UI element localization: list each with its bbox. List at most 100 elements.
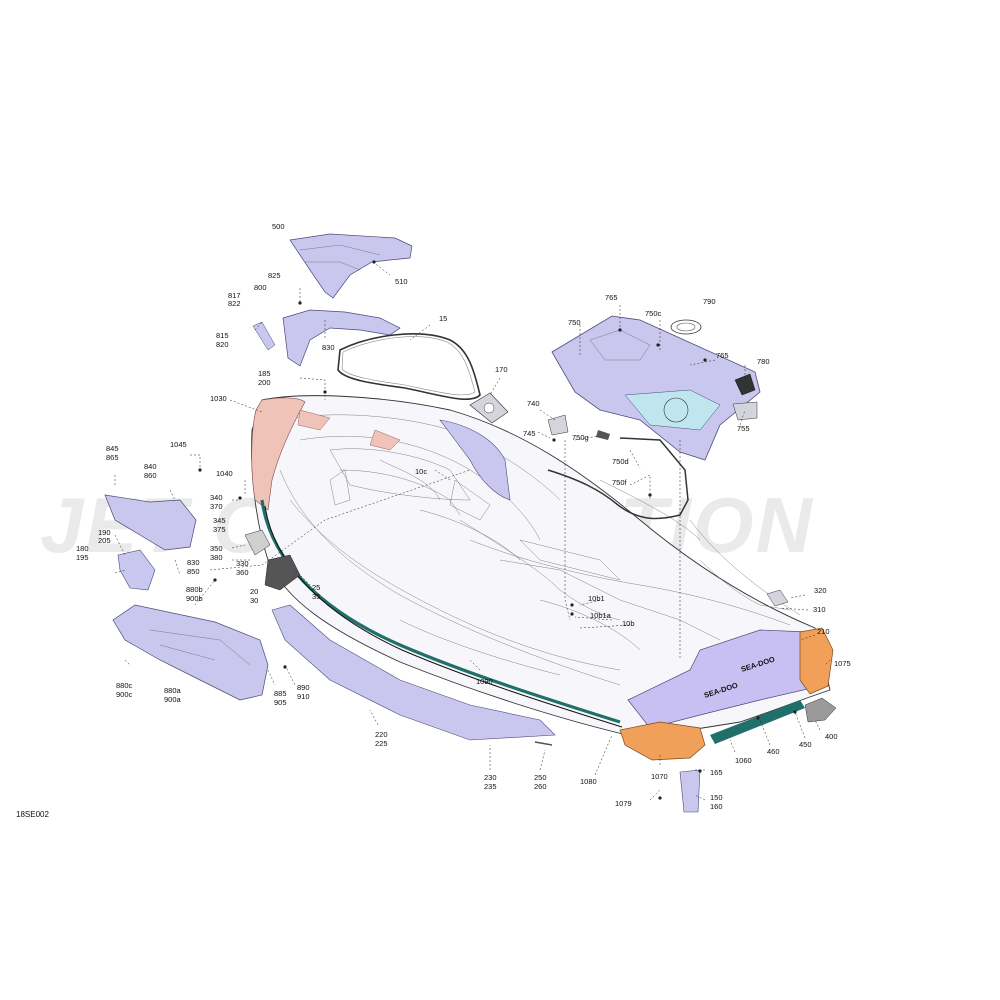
storage-bin-750-part (551, 315, 761, 461)
callout-190: 190 (98, 528, 111, 537)
callout-460: 460 (767, 747, 780, 756)
callout-180: 180 (76, 544, 89, 553)
callout-750c: 750c (645, 309, 662, 318)
callout-labels: 500 510 825 817 822 800 815 820 830 15 1… (76, 222, 851, 811)
callout-845: 845 (106, 444, 119, 453)
callout-830: 830 (322, 343, 335, 352)
callout-10b1: 10b1 (588, 594, 605, 603)
callout-850: 850 (187, 567, 200, 576)
callout-905: 905 (274, 698, 287, 707)
seal-gasket-part (337, 333, 481, 401)
callout-750: 750 (568, 318, 581, 327)
callout-755: 755 (737, 424, 750, 433)
callout-822: 822 (228, 299, 241, 308)
callout-1075: 1075 (834, 659, 851, 668)
callout-1060: 1060 (735, 756, 752, 765)
callout-910: 910 (297, 692, 310, 701)
callout-510: 510 (395, 277, 408, 286)
callout-30: 30 (250, 596, 258, 605)
callout-1079: 1079 (615, 799, 632, 808)
nose-cover-part (251, 397, 306, 511)
callout-840: 840 (144, 462, 157, 471)
side-panel-840-part (104, 494, 197, 551)
callout-260: 260 (534, 782, 547, 791)
callout-185: 185 (258, 369, 271, 378)
front-cover-part (289, 233, 413, 299)
callout-10b: 10b (622, 619, 635, 628)
callout-205: 205 (98, 536, 111, 545)
callout-1040: 1040 (216, 469, 233, 478)
callout-865: 865 (106, 453, 119, 462)
callout-250: 250 (534, 773, 547, 782)
callout-750g: 750g (572, 433, 589, 442)
fuel-cap-part (670, 319, 702, 335)
callout-780: 780 (757, 357, 770, 366)
callout-160: 160 (710, 802, 723, 811)
callout-900b: 900b (186, 594, 203, 603)
callout-400: 400 (825, 732, 838, 741)
callout-200: 200 (258, 378, 271, 387)
callout-450: 450 (799, 740, 812, 749)
bracket-20-part (264, 554, 301, 591)
callout-15: 15 (439, 314, 447, 323)
callout-800: 800 (254, 283, 267, 292)
callout-310: 310 (813, 605, 826, 614)
callout-1080: 1080 (580, 777, 597, 786)
callout-820: 820 (216, 340, 229, 349)
callout-1070: 1070 (651, 772, 668, 781)
callout-320: 320 (814, 586, 827, 595)
vent-cover-part (117, 549, 156, 591)
step-400-part (804, 697, 837, 723)
callout-890: 890 (297, 683, 310, 692)
callout-170: 170 (495, 365, 508, 374)
callout-765-top: 765 (605, 293, 618, 302)
callout-740: 740 (527, 399, 540, 408)
callout-10b1a: 10b1a (590, 611, 612, 620)
callout-860: 860 (144, 471, 157, 480)
rear-bumper-left-part (619, 721, 706, 761)
handle-320-part (766, 589, 789, 607)
latch-780-part (734, 373, 756, 396)
callout-230: 230 (484, 773, 497, 782)
callout-330: 330 (236, 559, 249, 568)
callout-150: 150 (710, 793, 723, 802)
callout-195: 195 (76, 553, 89, 562)
fastener-dots (198, 260, 797, 800)
callout-380: 380 (210, 553, 223, 562)
callout-745: 745 (523, 429, 536, 438)
callout-165: 165 (710, 768, 723, 777)
callout-900a: 900a (164, 695, 182, 704)
callout-20: 20 (250, 587, 258, 596)
side-panel-880-part (112, 604, 269, 701)
callout-375: 375 (213, 525, 226, 534)
callout-790: 790 (703, 297, 716, 306)
callout-815: 815 (216, 331, 229, 340)
callout-35: 35 (312, 592, 320, 601)
callout-880b: 880b (186, 585, 203, 594)
callout-340: 340 (210, 493, 223, 502)
leader-lines (114, 261, 831, 801)
callout-235: 235 (484, 782, 497, 791)
callout-825: 825 (268, 271, 281, 280)
callout-370: 370 (210, 502, 223, 511)
mirror-frame-part (282, 309, 401, 367)
callout-880a: 880a (164, 686, 182, 695)
callout-885: 885 (274, 689, 287, 698)
plate-150-part (679, 769, 701, 813)
callout-345: 345 (213, 516, 226, 525)
callout-210: 210 (817, 627, 830, 636)
diagram-code: 18SE002 (16, 810, 49, 819)
callout-765-right: 765 (716, 351, 729, 360)
callout-817: 817 (228, 291, 241, 300)
callout-350: 350 (210, 544, 223, 553)
rear-bumper-right-part (799, 627, 834, 695)
callout-880c: 880c (116, 681, 133, 690)
callout-830b: 830 (187, 558, 200, 567)
callout-750d: 750d (612, 457, 629, 466)
callout-500: 500 (272, 222, 285, 231)
callout-225: 225 (375, 739, 388, 748)
callout-220: 220 (375, 730, 388, 739)
inner-side-panel (439, 419, 511, 501)
